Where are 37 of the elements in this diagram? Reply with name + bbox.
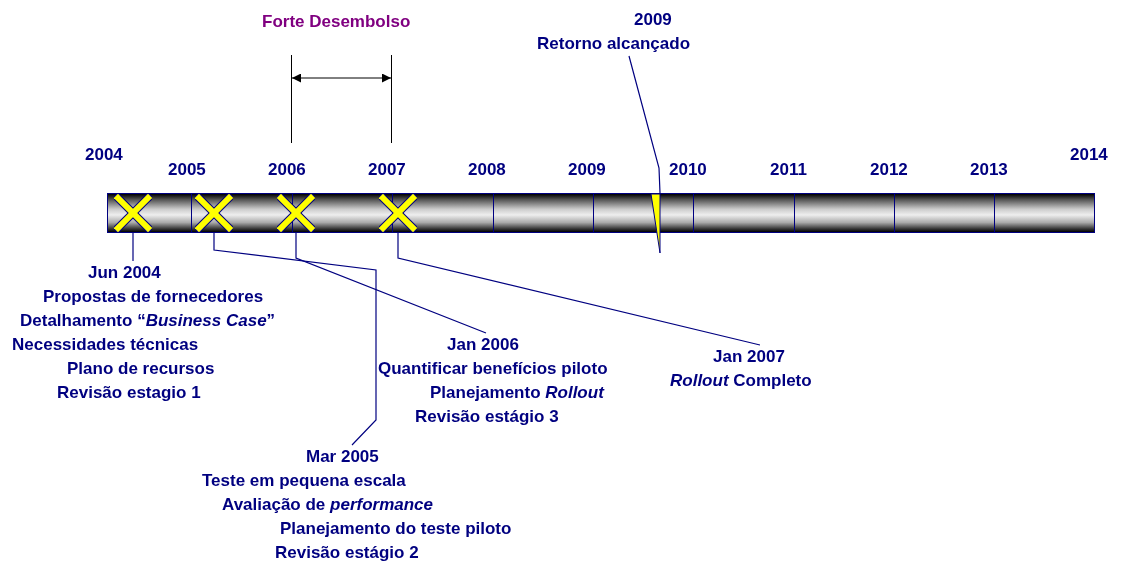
leader-line — [132, 231, 134, 262]
milestone-item: Avaliação de performance — [222, 494, 434, 516]
milestone-item: Plano de recursos — [67, 358, 215, 380]
leader-line — [213, 231, 377, 446]
year-label: 2010 — [669, 159, 707, 181]
leader-line — [628, 55, 661, 194]
year-label: 2007 — [368, 159, 406, 181]
milestone-item: Planejamento Rollout — [430, 382, 604, 404]
milestone-date: Jan 2007 — [713, 346, 785, 368]
year-label: 2011 — [770, 159, 807, 181]
milestone-item: Teste em pequena escala — [202, 470, 406, 492]
milestone-date: Jun 2004 — [88, 262, 161, 284]
milestone-item: Propostas de fornecedores — [43, 286, 264, 308]
milestone-item: Planejamento do teste piloto — [280, 518, 512, 540]
milestone-item: Necessidades técnicas — [12, 334, 199, 356]
milestone-item: Revisão estágio 3 — [415, 406, 559, 428]
leader-line — [397, 231, 761, 346]
period-label: Forte Desembolso — [262, 11, 411, 33]
milestone-date: 2009 — [634, 9, 672, 31]
year-label: 2013 — [970, 159, 1008, 181]
milestone-item: Detalhamento “Business Case” — [20, 310, 276, 332]
year-label: 2008 — [468, 159, 506, 181]
milestone-item: Revisão estágio 2 — [275, 542, 419, 564]
leader-line — [295, 231, 487, 334]
milestone-date: Mar 2005 — [306, 446, 379, 468]
milestone-item: Quantificar benefícios piloto — [378, 358, 608, 380]
milestone-date: Jan 2006 — [447, 334, 519, 356]
year-label: 2012 — [870, 159, 908, 181]
year-label: 2009 — [568, 159, 606, 181]
year-label: 2006 — [268, 159, 306, 181]
timeline-bar — [107, 193, 1095, 233]
milestone-item: Revisão estagio 1 — [57, 382, 201, 404]
year-label: 2005 — [168, 159, 206, 181]
year-label: 2004 — [85, 144, 123, 166]
year-label: 2014 — [1070, 144, 1108, 166]
milestone-item: Retorno alcançado — [537, 33, 691, 55]
milestone-item: Rollout Completo — [670, 370, 812, 392]
